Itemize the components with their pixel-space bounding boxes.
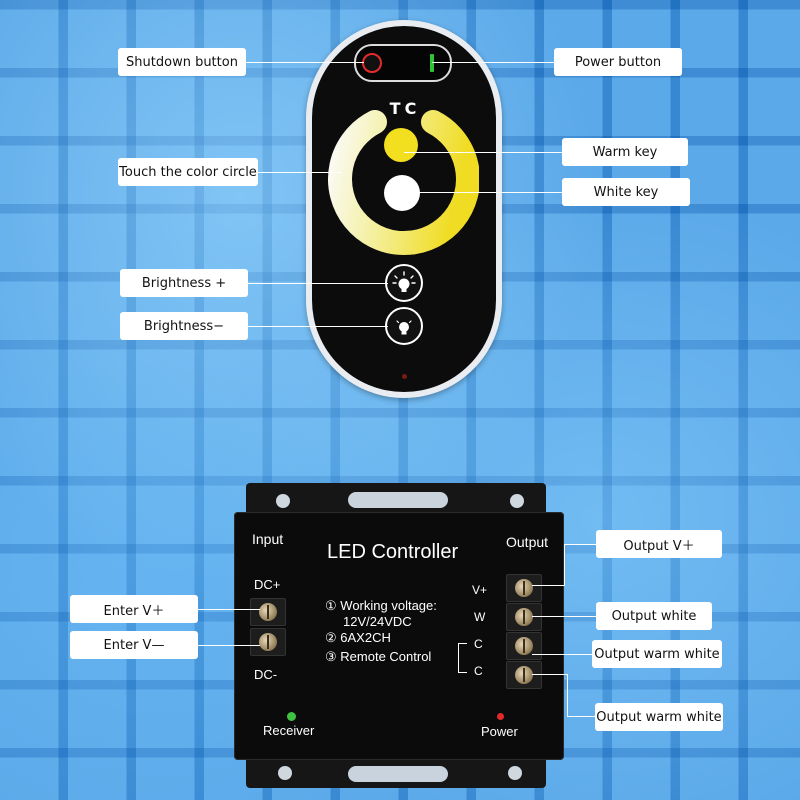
screw-icon [259, 603, 277, 621]
input-label: Input [252, 531, 284, 547]
screw-icon [515, 666, 533, 684]
leader-line [248, 326, 388, 327]
power-button-label: Power button [554, 48, 682, 76]
leader-line [532, 674, 568, 675]
enter-v-plus-label: Enter V＋ [70, 595, 198, 623]
spec-line-2: 12V/24VDC [343, 614, 412, 629]
receiver-label: Receiver [263, 723, 315, 738]
output-terminal-c1 [506, 632, 542, 660]
spec-line-4: ③ Remote Control [325, 649, 431, 665]
output-warm-white-label-1: Output warm white [592, 640, 722, 668]
terminal-label-c2: C [474, 664, 483, 678]
mount-hole [508, 766, 522, 780]
shutdown-key[interactable] [362, 53, 382, 73]
dc-plus-label: DC+ [254, 577, 281, 592]
mount-hole [278, 766, 292, 780]
terminal-label-w: W [474, 610, 486, 624]
output-terminal-c2 [506, 661, 542, 689]
leader-line [258, 172, 342, 173]
screw-icon [515, 637, 533, 655]
power-led [497, 713, 504, 720]
spec-text: Working voltage: [340, 598, 437, 613]
mount-hole [276, 494, 290, 508]
receiver-led [287, 712, 296, 721]
mount-slot-top [348, 492, 448, 508]
enter-v-minus-label: Enter V— [70, 631, 198, 659]
screw-icon [515, 579, 533, 597]
leader-line [404, 152, 562, 153]
spec-text: Remote Control [340, 649, 432, 664]
brightness-down-label: Brightness− [120, 312, 248, 340]
warm-key-label: Warm key [562, 138, 688, 166]
warm-key[interactable] [384, 128, 418, 162]
spec-number: ③ [325, 649, 337, 664]
mount-slot-bottom [348, 766, 448, 782]
bulb-bright-icon [392, 271, 416, 292]
input-terminal-positive [250, 598, 286, 626]
output-white-label: Output white [596, 602, 712, 630]
leader-line [532, 616, 596, 617]
output-v-plus-label: Output V＋ [596, 530, 722, 558]
input-terminal-negative [250, 628, 286, 656]
output-warm-white-label-2: Output warm white [595, 703, 723, 731]
output-terminal-w [506, 603, 542, 631]
white-key-label: White key [562, 178, 690, 206]
leader-line [532, 654, 592, 655]
brightness-up-label: Brightness + [120, 269, 248, 297]
leader-line [567, 716, 595, 717]
controller-title: LED Controller [327, 541, 459, 563]
brightness-up-button[interactable] [385, 264, 423, 302]
dc-minus-label: DC- [254, 667, 278, 682]
white-key[interactable] [384, 175, 420, 211]
color-circle[interactable] [327, 106, 479, 258]
leader-line [404, 192, 562, 193]
leader-line [432, 62, 554, 63]
spec-number: ② [325, 630, 337, 645]
spec-text: 6AX2CH [340, 630, 391, 645]
remote-indicator-led [402, 374, 407, 379]
remote-logo: TC [389, 99, 421, 118]
spec-line-1: ① Working voltage: [325, 598, 437, 614]
power-key[interactable] [430, 54, 434, 72]
spec-number: ① [325, 598, 337, 613]
leader-line [564, 544, 565, 586]
leader-line [248, 283, 388, 284]
c-bracket [458, 643, 467, 673]
screw-icon [259, 633, 277, 651]
mount-hole [510, 494, 524, 508]
output-label: Output [506, 534, 549, 550]
leader-line [198, 645, 260, 646]
color-circle-label: Touch the color circle [118, 158, 258, 186]
leader-line [198, 609, 260, 610]
leader-line [567, 674, 568, 717]
bulb-dim-icon [396, 320, 412, 335]
brightness-down-button[interactable] [385, 307, 423, 345]
terminal-label-c1: C [474, 637, 483, 651]
terminal-label-v-plus: V+ [472, 583, 488, 597]
leader-line [564, 544, 596, 545]
screw-icon [515, 608, 533, 626]
spec-line-3: ② 6AX2CH [325, 630, 391, 646]
leader-line [246, 62, 364, 63]
leader-line [532, 585, 565, 586]
power-label: Power [481, 724, 518, 739]
spec-text: 12V/24VDC [343, 614, 412, 629]
output-terminal-v-plus [506, 574, 542, 602]
shutdown-button-label: Shutdown button [118, 48, 246, 76]
